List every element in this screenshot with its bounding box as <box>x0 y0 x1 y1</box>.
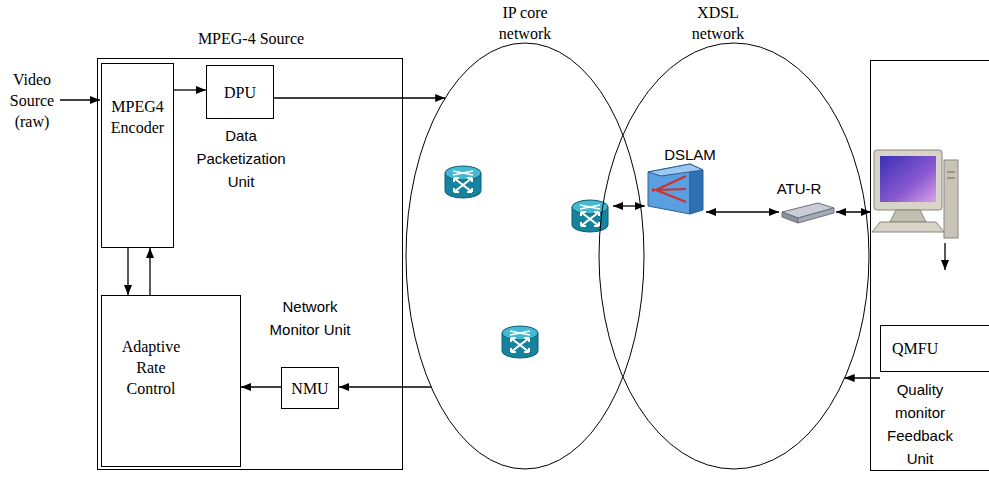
network-outline-shape <box>599 43 869 469</box>
rate-control-box: Adaptive Rate Control <box>101 295 241 467</box>
dslam-icon <box>648 164 703 214</box>
device-label: DSLAM <box>655 143 725 166</box>
dslam-icon-part <box>652 188 658 192</box>
encoder-box: MPEG4 Encoder <box>101 63 174 248</box>
network-outline-shape <box>406 43 644 469</box>
modem-icon-part <box>798 208 834 223</box>
flow-arrow <box>241 386 281 387</box>
access-network-ellipse: XDSL network <box>598 42 870 470</box>
box-label: NMU <box>291 378 328 399</box>
access-links <box>613 206 945 270</box>
router-icons-part <box>445 166 481 198</box>
device-label: ATU-R <box>768 177 830 200</box>
dslam-icon-part <box>648 164 703 176</box>
network-outline <box>405 42 645 470</box>
computer-icon-part <box>880 156 936 202</box>
flow-arrow <box>174 89 206 90</box>
computer-icon-part <box>947 172 955 173</box>
flow-arrow <box>149 248 150 295</box>
box-label: Adaptive Rate Control <box>116 336 186 399</box>
unit-caption: Network Monitor Unit <box>258 295 362 341</box>
computer-icon-part <box>872 222 944 232</box>
access-links-part <box>944 243 945 270</box>
group-heading: MPEG-4 Source <box>98 28 404 49</box>
flow-arrow <box>274 97 445 98</box>
client-housing <box>871 61 989 471</box>
box-label: DPU <box>224 82 256 103</box>
packetizer-box: DPU <box>206 65 274 119</box>
unit-caption: Data Packetization Unit <box>189 124 293 193</box>
source-housing: MPEG-4 SourceMPEG4 EncoderDPUAdaptive Ra… <box>97 58 403 470</box>
input-label: Video Source (raw) <box>4 69 60 132</box>
modem-icon <box>782 203 834 223</box>
computer-icon-part <box>947 178 955 179</box>
dslam-icon-part <box>656 176 686 202</box>
core-network-ellipse: IP core network <box>405 42 645 470</box>
unit-caption: Quality monitor Feedback Unit <box>882 378 958 470</box>
network-outline <box>598 42 870 470</box>
box-label: MPEG4 Encoder <box>102 96 173 138</box>
input-arrow <box>60 99 100 100</box>
access-links-part <box>706 211 779 212</box>
computer-icon-part <box>890 210 926 222</box>
router-icons <box>445 166 608 358</box>
group-heading: XDSL network <box>680 2 756 44</box>
monitor-box: NMU <box>281 367 339 409</box>
flow-arrow <box>339 386 431 387</box>
computer-icon <box>872 150 958 238</box>
group-heading: IP core network <box>487 2 563 44</box>
feedback-box: QMFU <box>880 325 989 372</box>
flow-arrow <box>127 248 128 295</box>
router-icons-part <box>502 326 538 358</box>
modem-icon-part <box>782 212 798 223</box>
box-label: QMFU <box>892 338 938 359</box>
computer-icon-part <box>874 150 942 210</box>
flow-arrow <box>845 377 880 378</box>
computer-icon-part <box>944 160 958 238</box>
